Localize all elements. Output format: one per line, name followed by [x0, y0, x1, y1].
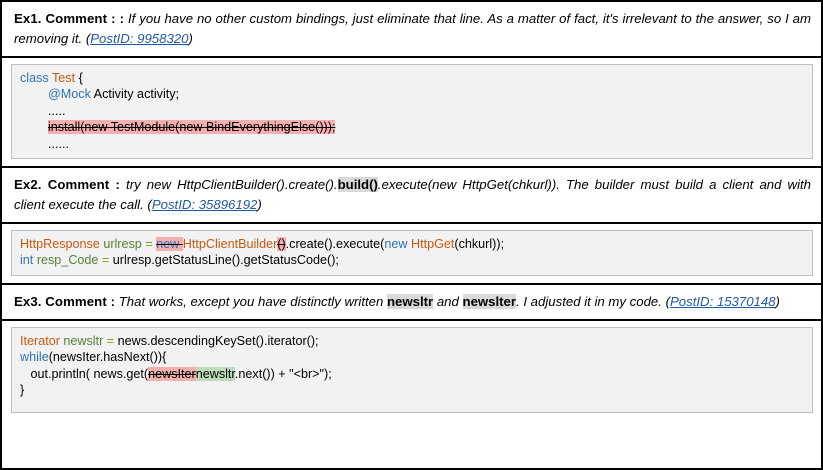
postid-link-ex1[interactable]: PostID: 9958320: [90, 31, 189, 47]
code-token: (chkurl));: [454, 237, 505, 252]
code-token: .....: [20, 103, 66, 118]
code-line: HttpResponse urlresp = new HttpClientBui…: [20, 236, 804, 252]
comment-label-ex1: Ex1. Comment : :: [14, 11, 125, 26]
example-ex3: Ex3. Comment : That works, except you ha…: [2, 284, 821, 420]
code-token: (newsIter.hasNext()){: [48, 350, 167, 365]
inline-code-build: build(): [337, 176, 378, 192]
example-ex2: Ex2. Comment : try new HttpClientBuilder…: [2, 167, 821, 285]
code-token: .next()) + "<br>");: [234, 366, 332, 381]
comment-body-text2-ex2: .execute(new HttpGet(chkurl)). The build…: [14, 176, 811, 212]
comment-box-ex1: Ex1. Comment : : If you have no other cu…: [2, 2, 821, 59]
comment-body-tail-ex2: ): [257, 196, 262, 212]
code-token: HttpResponse: [20, 237, 104, 252]
code-line: Iterator newsltr = news.descendingKeySet…: [20, 333, 804, 349]
comment-body-mid-ex3: and: [433, 293, 463, 309]
comment-text-ex3: Ex3. Comment : That works, except you ha…: [14, 292, 811, 312]
code-token: urlresp.getStatusLine().getStatusCode();: [112, 253, 339, 268]
code-token: HttpClientBuilder: [182, 237, 278, 252]
code-token: [20, 120, 48, 134]
code-token: urlresp: [103, 237, 146, 252]
code-token: resp_Code: [36, 253, 102, 268]
comment-label-ex2: Ex2. Comment :: [14, 176, 120, 192]
code-block-ex1: class Test { @Mock Activity activity; ..…: [11, 64, 813, 159]
code-token: =: [106, 333, 118, 348]
code-deletion: newsIter: [148, 366, 196, 381]
code-token: Activity activity;: [90, 87, 180, 102]
comment-body-ex2: try new HttpClientBuilder().create().bui…: [14, 176, 811, 212]
postid-link-ex2[interactable]: PostID: 35896192: [151, 196, 258, 212]
code-token: HttpGet: [410, 237, 455, 252]
code-token: .create().execute(: [285, 237, 385, 252]
comment-body-tail-ex3: ): [775, 293, 780, 309]
postid-link-ex3[interactable]: PostID: 15370148: [669, 293, 776, 309]
code-deletion: (): [277, 237, 286, 252]
code-line: @Mock Activity activity;: [20, 86, 804, 102]
comment-box-ex2: Ex2. Comment : try new HttpClientBuilder…: [2, 167, 821, 225]
code-token: out.println( news.get(: [20, 366, 149, 381]
code-block-ex3: Iterator newsltr = news.descendingKeySet…: [11, 326, 813, 413]
comment-body-ex1: If you have no other custom bindings, ju…: [14, 11, 811, 46]
inline-code-newsltr: newsltr: [387, 293, 434, 309]
comment-box-ex3: Ex3. Comment : That works, except you ha…: [2, 284, 821, 321]
code-line: while(newsIter.hasNext()){: [20, 349, 804, 365]
code-token: int: [20, 253, 37, 268]
code-block-ex2: HttpResponse urlresp = new HttpClientBui…: [11, 230, 813, 276]
code-token: new: [384, 237, 411, 252]
code-token: }: [20, 382, 25, 397]
comment-body-text-ex3: That works, except you have distinctly w…: [118, 293, 387, 309]
code-token: =: [145, 237, 157, 252]
comment-text-ex2: Ex2. Comment : try new HttpClientBuilder…: [14, 175, 811, 215]
comment-text-ex1: Ex1. Comment : : If you have no other cu…: [14, 9, 811, 49]
code-token: Iterator: [20, 333, 64, 348]
code-token: @Mock: [48, 87, 91, 102]
code-line: out.println( news.get(newsIternewsltr.ne…: [20, 366, 804, 382]
inline-code-newslter: newslter: [462, 293, 517, 309]
comment-body-tail-ex1: ): [188, 31, 193, 47]
code-wrap-ex1: class Test { @Mock Activity activity; ..…: [2, 58, 821, 168]
code-insertion: newsltr: [195, 366, 235, 381]
code-line: install(new TestModule(new BindEverythin…: [20, 119, 804, 135]
code-token: newsltr: [63, 333, 107, 348]
code-deletion: new: [156, 237, 183, 252]
code-line: }: [20, 382, 804, 398]
code-deletion: install(new TestModule(new BindEverythin…: [48, 120, 336, 135]
code-token: {: [78, 71, 83, 86]
code-line: class Test {: [20, 70, 804, 86]
code-line: int resp_Code = urlresp.getStatusLine().…: [20, 252, 804, 268]
comment-label-ex3: Ex3. Comment :: [14, 293, 116, 309]
comment-body-text-ex2: try new HttpClientBuilder().create().: [126, 176, 338, 192]
code-token: Test: [51, 71, 79, 86]
code-line: ......: [20, 136, 804, 152]
code-token: while: [20, 350, 49, 365]
comment-body-text-ex1: If you have no other custom bindings, ju…: [14, 11, 811, 47]
example-ex1: Ex1. Comment : : If you have no other cu…: [2, 2, 821, 168]
code-token: [20, 87, 48, 101]
code-token: news.descendingKeySet().iterator();: [117, 333, 319, 348]
code-token: =: [101, 253, 113, 268]
code-token: ......: [20, 136, 69, 151]
code-wrap-ex3: Iterator newsltr = news.descendingKeySet…: [2, 320, 821, 420]
code-token: class: [20, 71, 52, 86]
comment-body-text2-ex3: . I adjusted it in my code. (: [516, 293, 670, 309]
comment-body-ex3: That works, except you have distinctly w…: [115, 293, 780, 309]
code-line: .....: [20, 103, 804, 119]
code-wrap-ex2: HttpResponse urlresp = new HttpClientBui…: [2, 224, 821, 285]
